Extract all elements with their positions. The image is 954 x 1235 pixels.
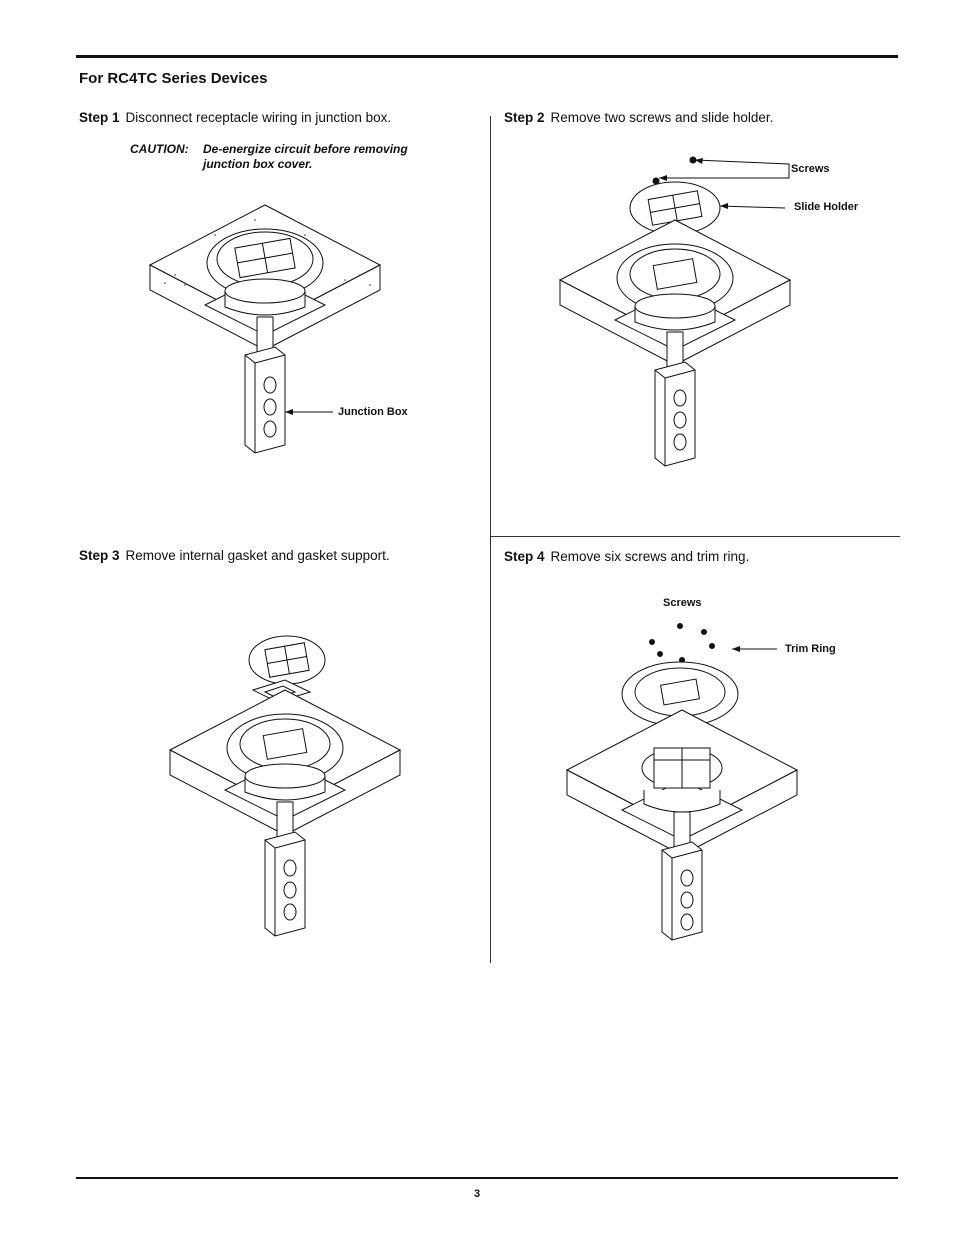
step-3-text: Remove internal gasket and gasket suppor… (125, 548, 390, 563)
caution-label: CAUTION: (130, 142, 189, 156)
step-2-text: Remove two screws and slide holder. (550, 110, 774, 125)
step-4: Step 4 Remove six screws and trim ring. (504, 549, 749, 564)
trim-ring-callout: Trim Ring (785, 643, 836, 655)
page-number: 3 (473, 1188, 481, 1200)
step-4-text: Remove six screws and trim ring. (550, 549, 750, 564)
screws-callout-step-4: Screws (663, 597, 702, 609)
column-divider (490, 116, 491, 963)
top-rule (76, 55, 898, 58)
step-3: Step 3 Remove internal gasket and gasket … (79, 548, 390, 563)
section-title: For RC4TC Series Devices (79, 70, 268, 87)
bottom-rule (76, 1177, 898, 1179)
step-4-illustration (565, 623, 799, 941)
step-1-illustration (148, 204, 382, 454)
step-1-label: Step 1 (79, 110, 120, 125)
step-2: Step 2 Remove two screws and slide holder… (504, 110, 773, 125)
caution-text: De-energize circuit before removing junc… (203, 142, 408, 171)
step-3-label: Step 3 (79, 548, 120, 563)
step-1-text: Disconnect receptacle wiring in junction… (125, 110, 392, 125)
step-2-illustration (558, 156, 792, 467)
step-4-label: Step 4 (504, 549, 545, 564)
row-divider (490, 536, 900, 537)
step-3-illustration (168, 635, 402, 937)
screws-callout-step-2: Screws (791, 163, 830, 175)
slide-holder-callout: Slide Holder (794, 201, 859, 213)
step-2-label: Step 2 (504, 110, 545, 125)
junction-box-callout: Junction Box (338, 406, 408, 418)
step-1: Step 1 Disconnect receptacle wiring in ju… (79, 110, 391, 125)
